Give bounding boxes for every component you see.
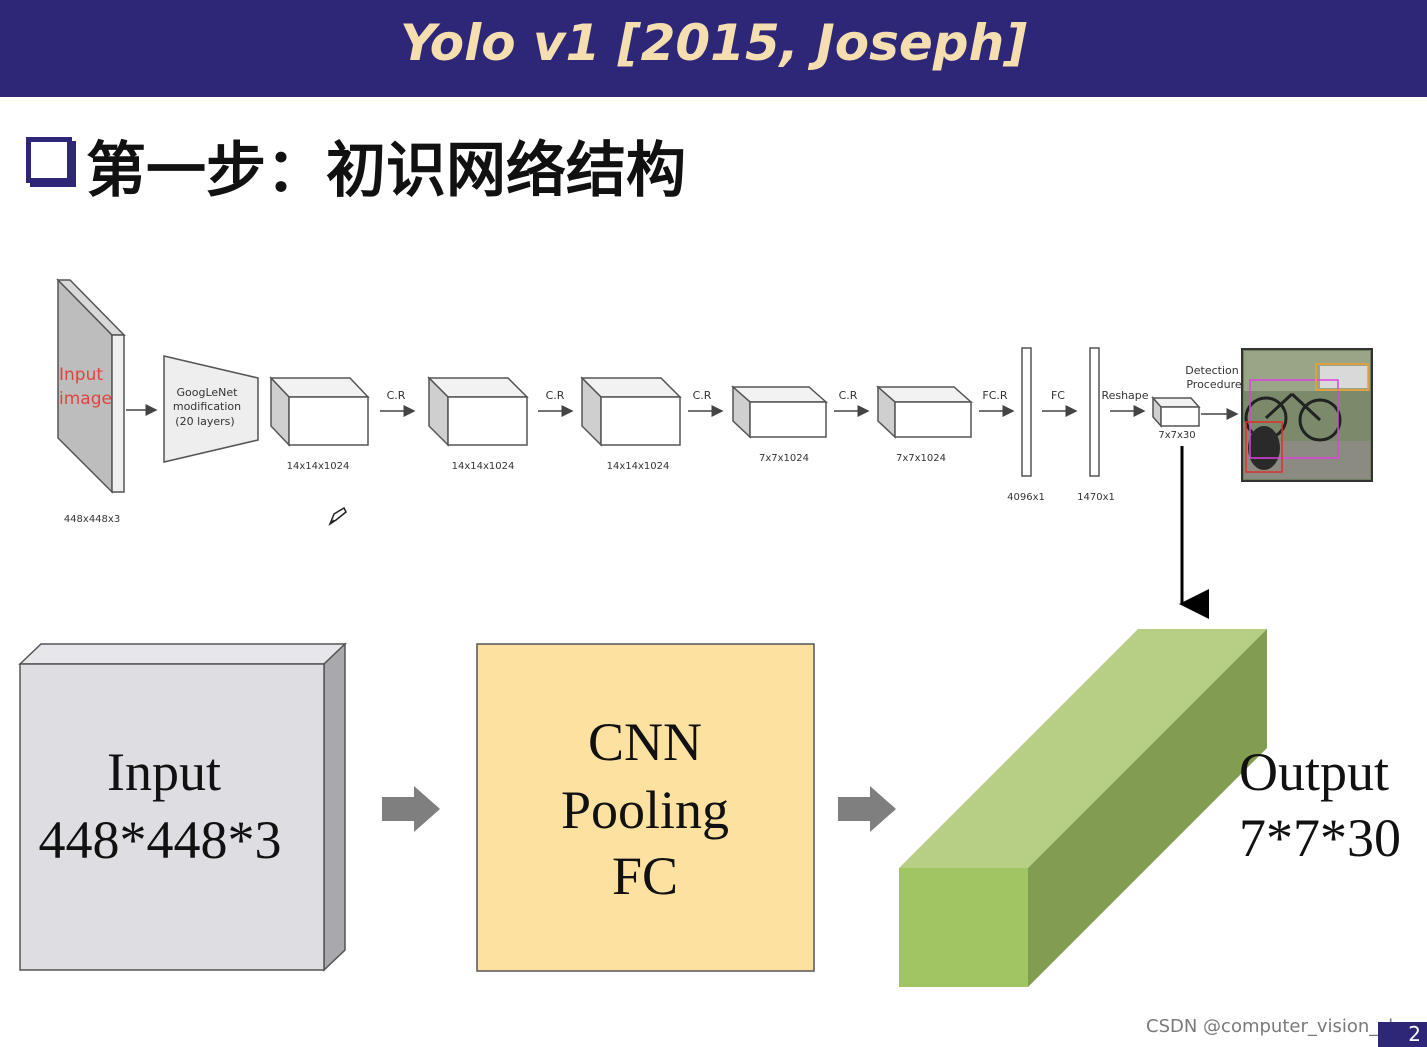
- page-number: 2: [1378, 1022, 1427, 1047]
- summary-cnn-line1: CNN: [588, 712, 702, 772]
- block-5-dim: 7x7x1024: [896, 453, 946, 464]
- step-heading: 第一步：初识网络结构: [86, 136, 686, 206]
- block-1-dim: 14x14x1024: [287, 461, 350, 472]
- block-3-dim: 14x14x1024: [607, 461, 670, 472]
- detection-result-image: [1241, 348, 1373, 482]
- small-output-cube: [1151, 396, 1201, 428]
- fc-2-dim: 1470x1: [1077, 492, 1115, 503]
- fc-vector-2: [1089, 347, 1100, 477]
- feature-block-5: [876, 385, 973, 439]
- feature-block-2: [427, 376, 529, 447]
- pencil-cursor-icon: [328, 506, 347, 526]
- slide-title: Yolo v1 [2015, Joseph]: [399, 14, 1028, 72]
- block-4-dim: 7x7x1024: [759, 453, 809, 464]
- summary-input-line2: 448*448*3: [39, 810, 282, 870]
- detection-line2: Procedure: [1186, 378, 1242, 391]
- fc-1-op: FC: [1051, 389, 1065, 402]
- detection-line1: Detection: [1185, 364, 1238, 377]
- block-3-op: C.R: [693, 389, 712, 402]
- feature-block-3: [580, 376, 682, 447]
- block-4-op: C.R: [839, 389, 858, 402]
- summary-output-line2: 7*7*30: [1239, 808, 1401, 868]
- small-output-dim: 7x7x30: [1158, 430, 1195, 441]
- googlenet-trapezoid: [163, 355, 259, 463]
- heading-bullet-icon: [26, 137, 72, 183]
- googlenet-line1: GoogLeNet: [177, 386, 239, 399]
- block-2-op: C.R: [546, 389, 565, 402]
- summary-output-box: [899, 629, 1267, 987]
- summary-input-box: [18, 642, 347, 972]
- googlenet-line2: modification: [173, 400, 241, 413]
- summary-cnn-line2: Pooling: [561, 780, 729, 840]
- fc-vector-1: [1021, 347, 1032, 477]
- block-5-op: FC.R: [982, 389, 1008, 402]
- input-label-line2: image: [59, 389, 112, 409]
- gray-arrow-1: [382, 786, 440, 832]
- block-2-dim: 14x14x1024: [452, 461, 515, 472]
- summary-cnn-line3: FC: [612, 846, 678, 906]
- input-label-line1: Input: [59, 365, 103, 385]
- feature-block-4: [731, 385, 828, 439]
- input-image-slab: [56, 278, 126, 494]
- summary-cnn-box: [476, 643, 815, 972]
- watermark: CSDN @computer_vision_chen: [1146, 1016, 1423, 1037]
- block-1-op: C.R: [387, 389, 406, 402]
- gray-arrow-2: [838, 786, 896, 832]
- summary-output-line1: Output: [1239, 742, 1389, 802]
- reshape-op: Reshape: [1101, 389, 1148, 402]
- title-bar: [0, 0, 1427, 97]
- feature-block-1: [269, 376, 370, 447]
- summary-input-line1: Input: [107, 742, 221, 802]
- input-dim-label: 448x448x3: [64, 514, 120, 525]
- googlenet-line3: (20 layers): [175, 415, 234, 428]
- fc-1-dim: 4096x1: [1007, 492, 1045, 503]
